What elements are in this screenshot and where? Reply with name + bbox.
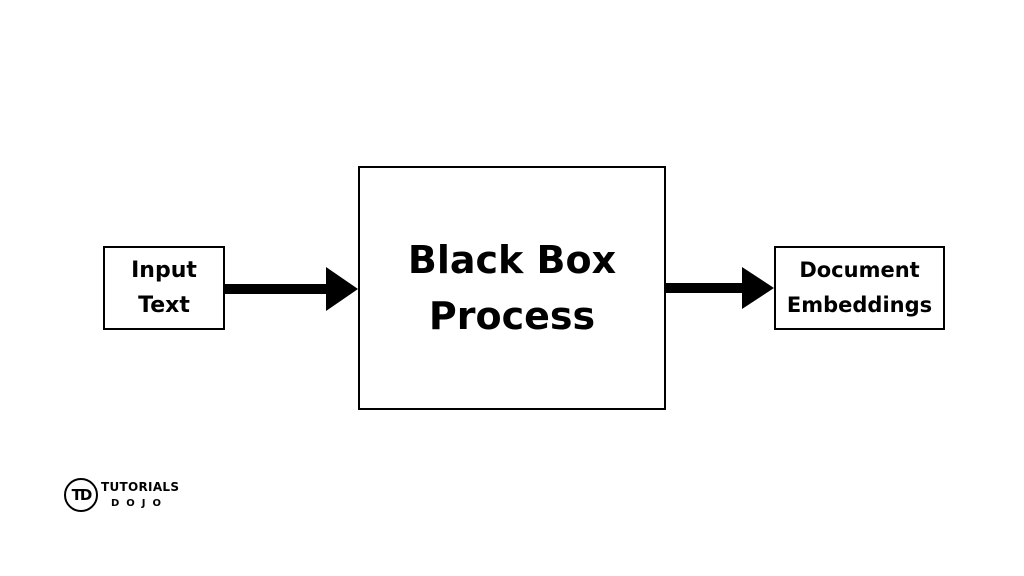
black-box-process-box: Black Box Process — [358, 166, 666, 410]
arrow-input-to-process — [225, 267, 358, 311]
input-text-line-2: Text — [138, 293, 190, 318]
input-text-line-1: Input — [131, 258, 197, 283]
tutorials-dojo-logo: TD TUTORIALS DOJO — [64, 476, 179, 514]
logo-wordmark: TUTORIALS DOJO — [101, 481, 179, 509]
process-line-2: Process — [428, 294, 596, 338]
output-line-2: Embeddings — [786, 293, 933, 317]
logo-bottom-text: DOJO — [111, 498, 169, 509]
document-embeddings-box: Document Embeddings — [774, 246, 945, 330]
output-line-1: Document — [799, 258, 920, 282]
td-logo-icon: TD — [64, 478, 98, 512]
logo-top-text: TUTORIALS — [101, 480, 180, 494]
process-line-1: Black Box — [407, 238, 617, 282]
arrow-process-to-output — [666, 267, 774, 309]
input-text-box: Input Text — [103, 246, 225, 330]
